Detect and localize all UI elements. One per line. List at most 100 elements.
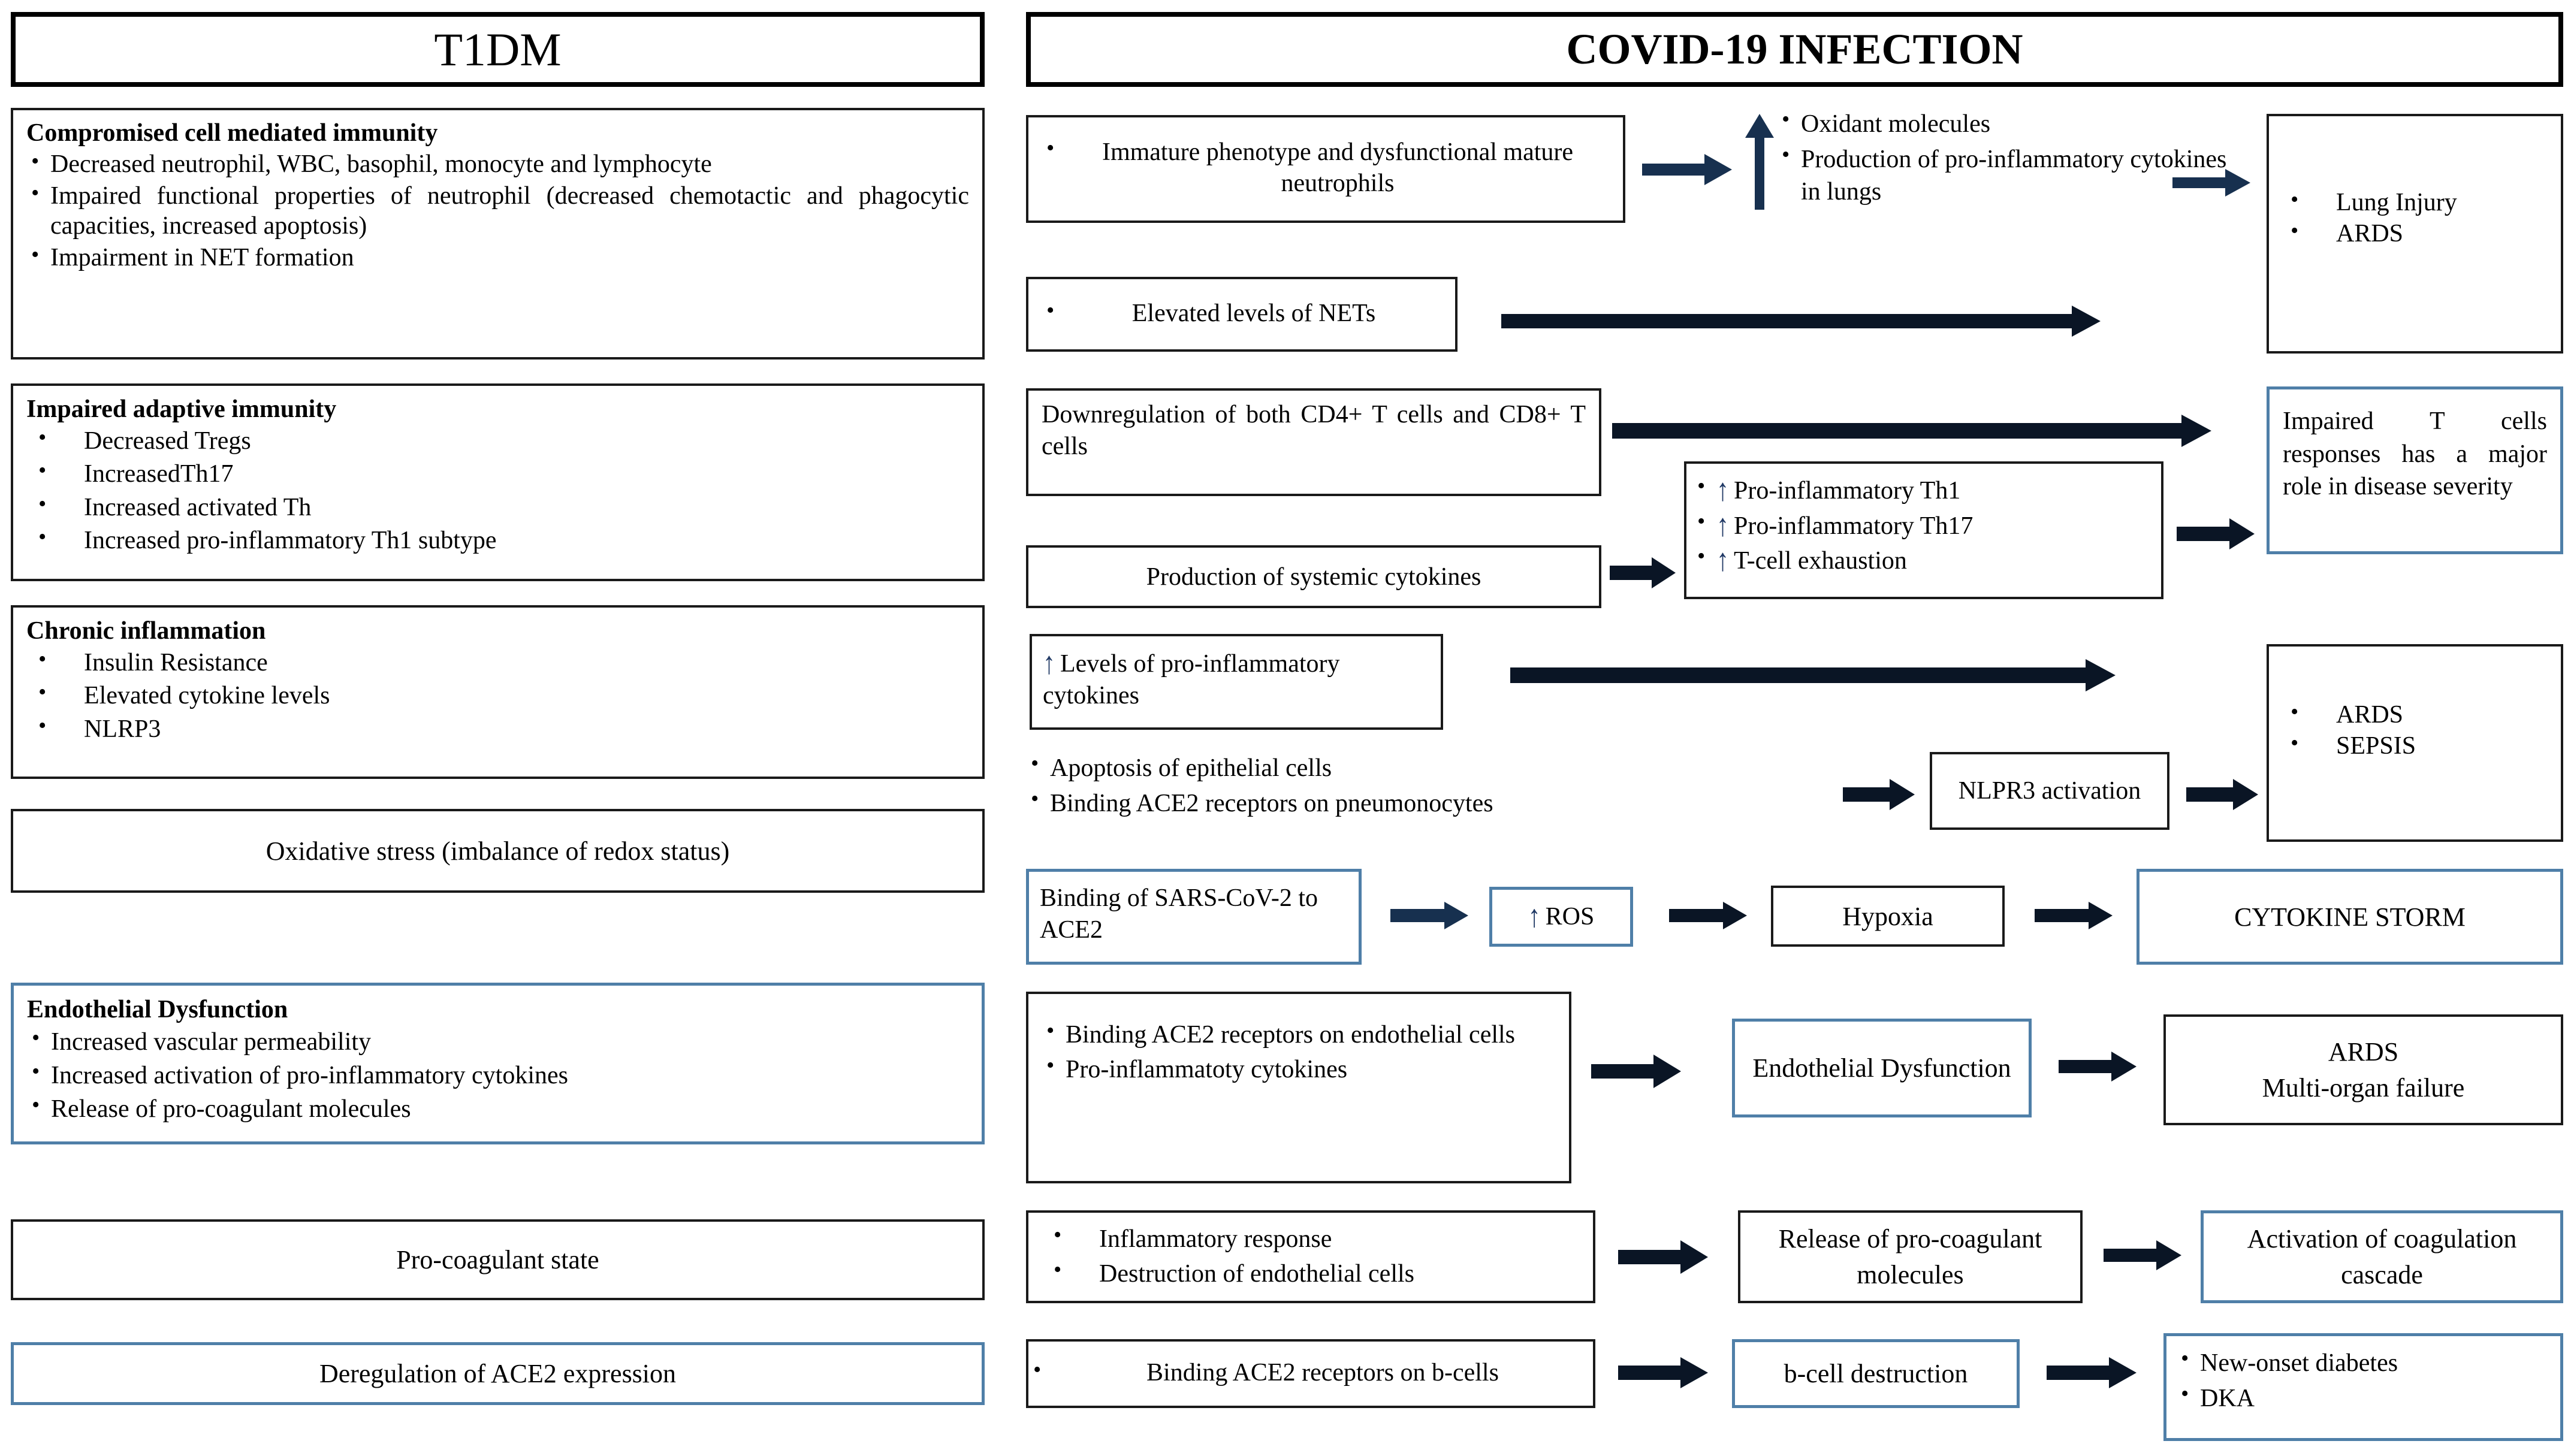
- bullet-list: Inflammatory response Destruction of end…: [1042, 1222, 1580, 1291]
- card-th1-th17-exhaustion[interactable]: ↑Pro-inflammatory Th1 ↑Pro-inflammatory …: [1684, 461, 2163, 599]
- card-oxidative-stress[interactable]: Oxidative stress (imbalance of redox sta…: [11, 809, 985, 893]
- card-binding-sars-cov2-ace2[interactable]: Binding of SARS-CoV-2 to ACE2: [1026, 869, 1362, 965]
- list-item: Impaired functional properties of neutro…: [26, 180, 969, 241]
- bullet-list: ↑Pro-inflammatory Th1 ↑Pro-inflammatory …: [1692, 473, 2155, 578]
- list-item: Binding ACE2 receptors on endothelial ce…: [1042, 1018, 1556, 1052]
- list-item: Production of pro-inflammatory cytokines…: [1777, 142, 2244, 209]
- card-inflammatory-response-destruction[interactable]: Inflammatory response Destruction of end…: [1026, 1210, 1595, 1303]
- up-arrow-icon: ↑: [1528, 899, 1541, 934]
- card-binding-ace2-endothelial[interactable]: Binding ACE2 receptors on endothelial ce…: [1026, 992, 1571, 1183]
- list-item: Immature phenotype and dysfunctional mat…: [1042, 135, 1610, 200]
- right-arrow-icon: [1612, 415, 2211, 447]
- title-text-left: T1DM: [434, 23, 562, 75]
- right-arrow-icon: [1843, 779, 1915, 810]
- right-arrow-icon: [2104, 1240, 2181, 1270]
- bullet-list: Elevated levels of NETs: [1042, 298, 1442, 330]
- card-text: Oxidative stress (imbalance of redox sta…: [265, 836, 730, 866]
- card-ros[interactable]: ↑ROS: [1489, 887, 1633, 947]
- list-item: Apoptosis of epithelial cells: [1026, 751, 1829, 785]
- card-text: Hypoxia: [1842, 901, 1933, 931]
- card-text: CYTOKINE STORM: [2234, 902, 2466, 932]
- bullet-list: Binding ACE2 receptors on b-cells: [1028, 1357, 1593, 1389]
- card-compromised-cell-mediated-immunity[interactable]: Compromised cell mediated immunity Decre…: [11, 108, 985, 360]
- up-arrow-icon: ↑: [1716, 508, 1729, 543]
- bullet-list: Decreased neutrophil, WBC, basophil, mon…: [26, 149, 969, 273]
- bullet-list: Increased vascular permeability Increase…: [27, 1025, 968, 1125]
- bullet-list: ARDS SEPSIS: [2269, 699, 2561, 760]
- bullet-list: New-onset diabetes DKA: [2176, 1346, 2551, 1415]
- list-item: New-onset diabetes: [2176, 1346, 2551, 1380]
- bullet-list: Lung Injury ARDS: [2269, 187, 2561, 248]
- card-activation-coagulation-cascade[interactable]: Activation of coagulation cascade: [2201, 1210, 2563, 1303]
- card-hypoxia[interactable]: Hypoxia: [1771, 886, 2005, 947]
- list-item: Pro-inflammatoty cytokines: [1042, 1053, 1556, 1086]
- list-item: DKA: [2176, 1381, 2551, 1415]
- card-release-procoagulant-molecules[interactable]: Release of pro-coagulant molecules: [1738, 1210, 2083, 1303]
- right-arrow-icon: [1669, 902, 1747, 929]
- list-item: Elevated levels of NETs: [1042, 298, 1442, 328]
- right-arrow-icon: [1591, 1055, 1681, 1088]
- list-item: ↑T-cell exhaustion: [1692, 543, 2155, 578]
- list-item: IncreasedTh17: [26, 458, 969, 490]
- list-item-label: T-cell exhaustion: [1734, 547, 1907, 575]
- card-impaired-t-cells[interactable]: Impaired T cells responses has a major r…: [2267, 386, 2563, 554]
- card-binding-ace2-bcells[interactable]: Binding ACE2 receptors on b-cells: [1026, 1339, 1595, 1408]
- card-elevated-nets[interactable]: Elevated levels of NETs: [1026, 277, 1458, 352]
- list-item-label: Pro-inflammatory Th1: [1734, 477, 1961, 505]
- card-ards-sepsis[interactable]: ARDS SEPSIS: [2267, 644, 2563, 842]
- card-cytokine-storm[interactable]: CYTOKINE STORM: [2137, 869, 2563, 965]
- card-new-onset-diabetes-dka[interactable]: New-onset diabetes DKA: [2163, 1333, 2563, 1441]
- list-item: Increased activated Th: [26, 491, 969, 523]
- up-arrow-icon: ↑: [1043, 647, 1055, 681]
- bullet-list: Apoptosis of epithelial cells Binding AC…: [1026, 751, 1829, 820]
- card-text: Binding of SARS-CoV-2 to ACE2: [1040, 884, 1318, 944]
- list-item: Impairment in NET formation: [26, 242, 969, 273]
- card-production-systemic-cytokines[interactable]: Production of systemic cytokines: [1026, 545, 1601, 608]
- list-item-label: Pro-inflammatory Th17: [1734, 512, 1973, 540]
- list-item: Binding ACE2 receptors on b-cells: [1028, 1357, 1593, 1387]
- list-item: ARDS: [2279, 699, 2561, 729]
- list-item: ↑Pro-inflammatory Th1: [1692, 473, 2155, 508]
- list-item: Increased pro-inflammatory Th1 subtype: [26, 524, 969, 556]
- card-immature-neutrophils[interactable]: Immature phenotype and dysfunctional mat…: [1026, 115, 1625, 223]
- card-endothelial-dysfunction[interactable]: Endothelial Dysfunction Increased vascul…: [11, 983, 985, 1144]
- card-ards-multiorgan-failure[interactable]: ARDS Multi-organ failure: [2163, 1014, 2563, 1125]
- right-arrow-icon: [2035, 902, 2113, 929]
- right-arrow-icon: [2059, 1052, 2137, 1082]
- card-impaired-adaptive-immunity[interactable]: Impaired adaptive immunity Decreased Tre…: [11, 383, 985, 581]
- card-text: Impaired T cells responses has a major r…: [2283, 407, 2547, 501]
- page-title-t1dm: T1DM: [11, 12, 985, 87]
- card-heading: Chronic inflammation: [26, 617, 266, 645]
- card-deregulation-ace2[interactable]: Deregulation of ACE2 expression: [11, 1342, 985, 1405]
- bullet-list: Insulin Resistance Elevated cytokine lev…: [26, 647, 969, 745]
- list-item: SEPSIS: [2279, 730, 2561, 760]
- card-text: Endothelial Dysfunction: [1752, 1053, 2011, 1083]
- card-endothelial-dysfunction-right[interactable]: Endothelial Dysfunction: [1732, 1019, 2032, 1117]
- card-nlpr3-activation[interactable]: NLPR3 activation: [1930, 752, 2169, 830]
- right-arrow-icon: [2047, 1357, 2137, 1388]
- card-text: b-cell destruction: [1784, 1359, 1968, 1388]
- card-levels-pro-inflammatory-cytokines[interactable]: ↑Levels of pro-inflammatory cytokines: [1030, 634, 1443, 730]
- right-arrow-icon: [1618, 1240, 1708, 1274]
- card-text: Levels of pro-inflammatory cytokines: [1043, 650, 1340, 709]
- list-item: ↑Pro-inflammatory Th17: [1692, 509, 2155, 543]
- card-downregulation-cd4-cd8[interactable]: Downregulation of both CD4+ T cells and …: [1026, 388, 1601, 496]
- card-bcell-destruction[interactable]: b-cell destruction: [1732, 1339, 2020, 1408]
- list-item: Binding ACE2 receptors on pneumonocytes: [1026, 786, 1829, 820]
- card-pro-coagulant-state[interactable]: Pro-coagulant state: [11, 1219, 985, 1300]
- list-item: Decreased Tregs: [26, 425, 969, 457]
- card-heading: Compromised cell mediated immunity: [26, 119, 438, 147]
- right-arrow-icon: [1618, 1357, 1708, 1388]
- list-item: Increased activation of pro-inflammatory…: [27, 1059, 968, 1091]
- bullet-list: Oxidant molecules Production of pro-infl…: [1777, 107, 2244, 209]
- card-lung-injury-ards[interactable]: Lung Injury ARDS: [2267, 114, 2563, 354]
- bullet-list: Immature phenotype and dysfunctional mat…: [1042, 135, 1610, 202]
- list-item: Destruction of endothelial cells: [1042, 1257, 1580, 1291]
- list-item: ARDS: [2279, 218, 2561, 248]
- right-arrow-icon: [2186, 779, 2258, 810]
- up-arrow-icon: ↑: [1716, 543, 1729, 578]
- card-chronic-inflammation[interactable]: Chronic inflammation Insulin Resistance …: [11, 605, 985, 779]
- list-item: Inflammatory response: [1042, 1222, 1580, 1256]
- card-text-line2: Multi-organ failure: [2262, 1073, 2465, 1102]
- list-item: Lung Injury: [2279, 187, 2561, 217]
